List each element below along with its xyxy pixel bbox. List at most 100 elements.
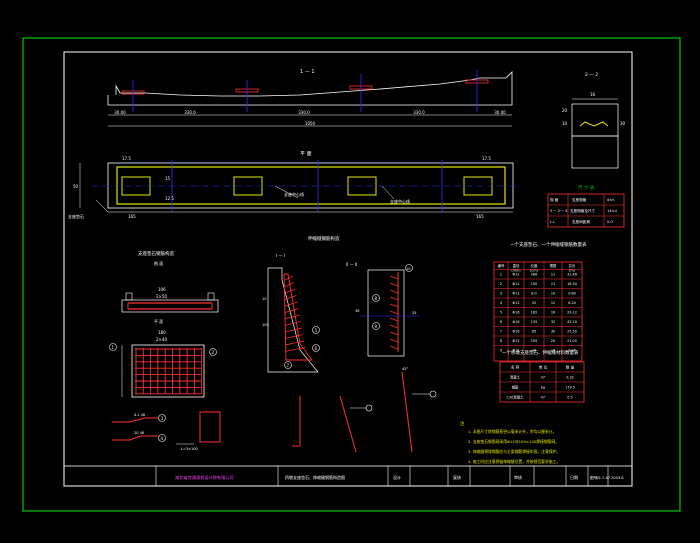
plan-callout-right: 支座中心线 <box>390 198 410 204</box>
dim-segment-1: 30.00 <box>114 110 126 115</box>
size-table: 尺 寸 表 规 格 支座规格 d×h 5 ~ 2 ~ 3 支座规格及尺寸 14×… <box>547 184 625 228</box>
qty-table-1-cell: 12 <box>551 301 555 305</box>
section-2-2-dim-4: 30 <box>620 121 626 126</box>
size-cell-2-2: 0.0 <box>607 220 613 224</box>
size-cell-0-0: 规 格 <box>550 197 559 202</box>
joint-section-a: I — I <box>276 253 285 258</box>
qty-table-1-cell: 8 <box>500 339 502 343</box>
qty-table-1-cell: 30 <box>551 330 555 334</box>
plan-mid-dim-1: 15 <box>165 176 171 181</box>
qty-table-1-cell: 7 <box>500 330 502 334</box>
leader-bottom-left <box>95 199 109 213</box>
pad-dim-plan-inner: 2×40 <box>156 337 167 342</box>
plan-dim-left-bottom: 165 <box>128 214 136 219</box>
joint-dim-2: 105 <box>262 323 269 327</box>
joint-mark-10: 10 <box>406 267 411 271</box>
qty-table-2-cell: 0.32 <box>566 376 574 380</box>
qty-table-2-cell: C30混凝土 <box>507 395 524 400</box>
qty-table-1-cell: Φ16 <box>513 311 520 315</box>
qty-table-1-cell: 31.46 <box>567 273 577 277</box>
qty-table-1-cell: Φ16 <box>513 330 520 334</box>
section-2-2: 2 — 2 16 20 10 30 <box>562 72 626 169</box>
rebar-stirrup <box>199 411 221 443</box>
qty-table-1-cell: 182 <box>531 311 537 315</box>
leader-right <box>381 185 395 200</box>
plan-dim-right-top: 17.5 <box>482 156 491 161</box>
joint-a-tie <box>284 308 299 313</box>
qty-table-1-cell: 21.00 <box>567 339 577 343</box>
note-3: 3. 伸缩缝预埋钢筋应与主梁钢筋焊接牢固，注意保护。 <box>468 449 560 454</box>
qty-table-1-cell: Φ12 <box>513 282 520 286</box>
qty-table-2-header: 名 称 <box>511 365 520 370</box>
rebar-shape-1 <box>112 417 158 423</box>
qty-table-2-cell: 混凝土 <box>510 375 521 380</box>
qty-table-1-frame <box>493 261 583 362</box>
qty-table-1-cell: Φ16 <box>513 320 520 324</box>
joint-a-tie <box>284 340 305 346</box>
section-2-2-dim-2: 20 <box>562 108 568 113</box>
plan-view: 平 面 17.5 17.5 165 165 50 15 12.5 支座中心线 支… <box>68 151 520 219</box>
rebar-grid <box>135 348 203 395</box>
qty-table-1-cell: 3 <box>500 292 502 296</box>
joint-a-tie <box>284 321 301 326</box>
bent-bar-3 <box>401 371 413 453</box>
plan-mid-dim-2: 12.5 <box>165 196 174 201</box>
pad-mark-2-label: 2 <box>212 350 215 355</box>
sheet-label: 图号 <box>590 475 598 480</box>
pad-detail-title: 支座垫石钢筋构造 <box>138 250 174 257</box>
qty-table-1-cell: 6 <box>500 320 502 324</box>
pad-small-caption: L=3×100 <box>181 447 198 451</box>
section-2-2-body <box>571 135 619 169</box>
rebar-dim-2: 20 48 <box>134 431 144 435</box>
joint-a-tie <box>284 295 297 300</box>
sheet-number: S5-7-47 <box>596 476 610 480</box>
qty-table-2-cell: m³ <box>541 376 546 380</box>
joint-a-tie <box>284 327 302 333</box>
joint-a-tie <box>284 347 306 352</box>
pad-mark-1 <box>109 343 117 351</box>
joint-a-tie <box>284 275 294 281</box>
qty-table-1-cell: 286 <box>531 273 537 277</box>
date-label: 日期 <box>570 474 578 480</box>
reviewer-label: 审核 <box>514 474 522 480</box>
section-2-2-title: 2 — 2 <box>585 72 598 78</box>
joint-b-outline <box>367 269 405 357</box>
size-cell-2-0: L-L <box>550 220 555 224</box>
joint-b-tie <box>389 282 399 287</box>
size-cell-0-2: d×h <box>607 198 615 202</box>
qty-table-1-cell: 10 <box>551 292 555 296</box>
joint-b-tie <box>389 310 399 315</box>
joint-b-tie <box>389 345 399 350</box>
joint-dim-3: 38 <box>355 309 359 313</box>
pad-dim-plan-width: 180 <box>158 330 166 335</box>
qty-table-1-cell: 20 <box>551 339 555 343</box>
qty-table-1-cell: 32 <box>551 320 555 324</box>
size-cell-2-1: 支座间距离 <box>572 219 590 224</box>
qty-table-1-cell: 43.20 <box>567 320 577 324</box>
pad-mark-4 <box>158 434 166 442</box>
title-block: 湖北省交通规划设计院有限公司 桥墩支座垫石、伸缩缝钢筋构造图 设计 复核 审核 … <box>63 465 633 487</box>
qty-table-1-cell: 38 <box>532 349 536 353</box>
joint-rebar-detail: 伸缩缝钢筋构造 I — I II — II 5 6 7 10 105 8 9 1… <box>262 235 437 453</box>
plan-title: 平 面 <box>300 151 312 157</box>
joint-b-tie <box>389 324 399 329</box>
qty-table-1-header: (mm) <box>511 269 521 273</box>
qty-table-1-cell: 5 <box>500 311 502 315</box>
pad-detail-view-1: 侧 面 <box>154 260 163 266</box>
qty-table-1-cell: 9 <box>500 349 502 353</box>
qty-table-1-header: 根数 <box>550 263 557 268</box>
joint-dim-4: 25 <box>412 311 416 315</box>
qty-table-2-cell: 钢筋 <box>512 385 519 390</box>
qty-table-2-cell: 0.5 <box>567 396 572 400</box>
girder-outline <box>107 71 513 106</box>
qty-table-1-cell: Φ12 <box>513 349 520 353</box>
outer-border <box>22 37 681 512</box>
qty-table-1-title: 一个支座垫石、一个伸缩缝钢筋数量表 <box>510 241 587 248</box>
dim-segment-3: 330.0 <box>298 110 310 115</box>
qty-table-1-cell: Φ12 <box>513 292 520 296</box>
plan-callout-left: 支座中心线 <box>284 191 304 197</box>
qty-table-1-cell: 25.50 <box>567 330 577 334</box>
qty-table-1-cell: 150 <box>531 282 537 286</box>
